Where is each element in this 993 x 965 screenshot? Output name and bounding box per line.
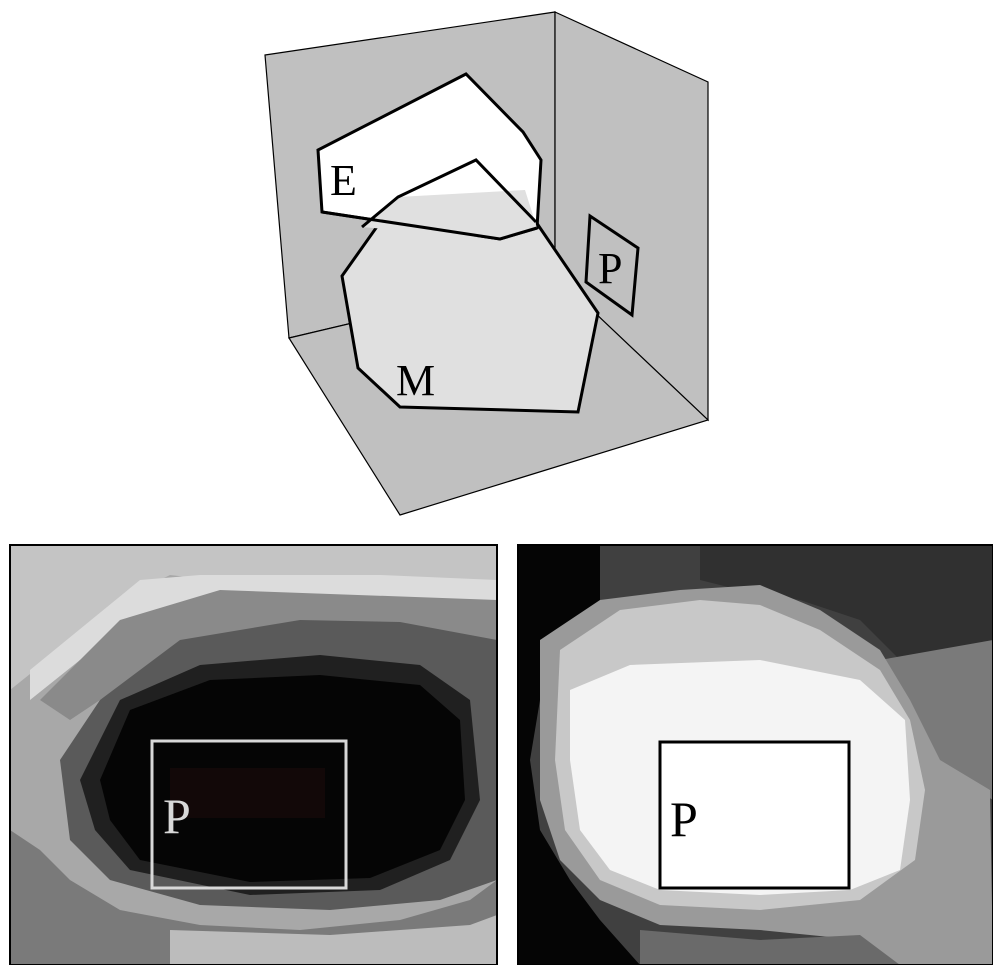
label-e: E [330,156,357,205]
left-panel-bands [10,545,497,965]
left-panel-label-p: P [163,788,191,844]
left-panel-border [9,544,498,965]
region-overlap [362,190,537,239]
right-panel-label-p: P [670,791,698,847]
left-panel-frame-box [150,739,348,890]
label-p: P [598,244,622,293]
right-image-panel: P [517,544,993,965]
right-panel-border [517,544,993,965]
region-e-bottom-edge [321,210,538,241]
corner-diagram: E M P [264,11,710,516]
left-panel-dark-smear [170,768,325,818]
right-panel-frame-box [658,740,851,890]
region-m-top-edge [361,158,538,229]
region-p [584,213,640,318]
label-m: M [396,356,435,405]
left-image-panel: P [9,544,498,965]
